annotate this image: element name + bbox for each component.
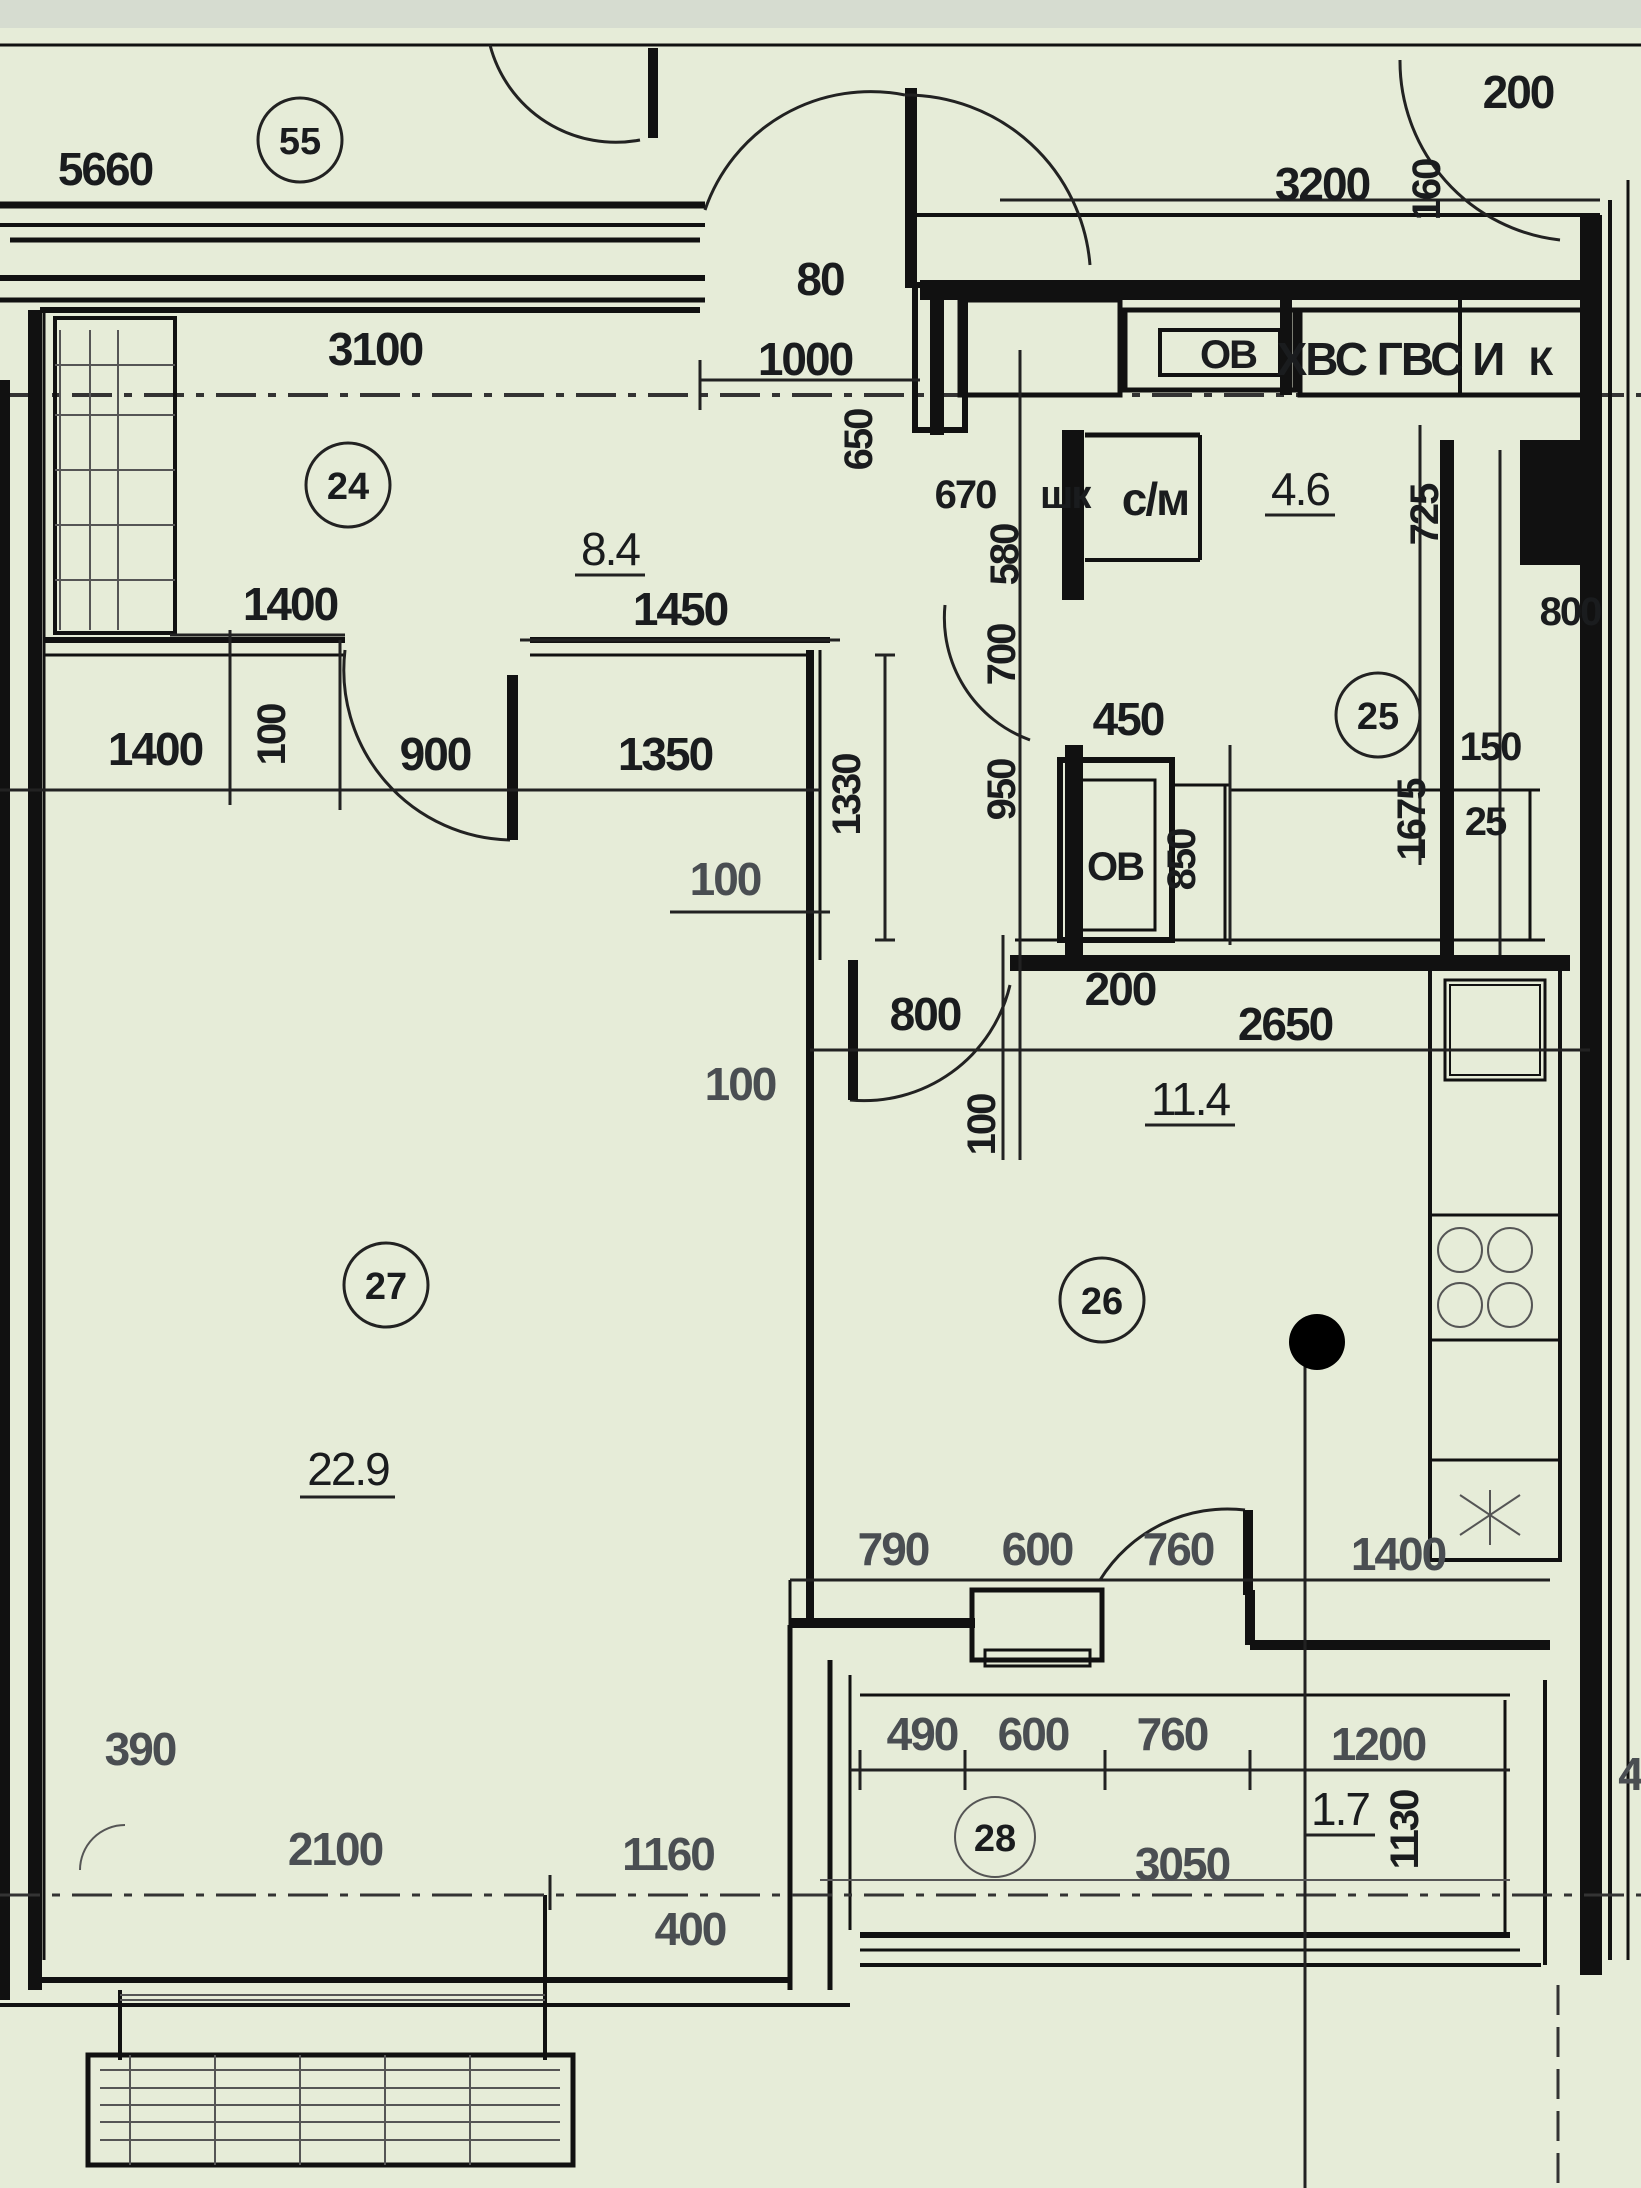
dim-150: 150 (1460, 725, 1521, 769)
dim-100-a: 100 (250, 704, 294, 765)
label-risers: ХВС ГВС И (1277, 333, 1504, 385)
door-swing-entrance (703, 90, 906, 211)
dim-100-c: 100 (705, 1058, 776, 1110)
dim-1000: 1000 (758, 333, 853, 385)
room-numbers: 55 24 25 26 27 28 (256, 96, 1422, 1878)
label-shk: шк (1040, 473, 1092, 517)
dim-1350: 1350 (618, 728, 713, 780)
door-swing-stair (1398, 59, 1561, 242)
door-leaf-loggia (1243, 1510, 1253, 1595)
door-leaf-entrance (905, 88, 917, 288)
dim-400: 400 (655, 1903, 726, 1955)
dimension-labels: 5660 3200 200 160 80 3100 1000 650 670 ш… (58, 66, 1603, 1955)
dim-3050: 3050 (1135, 1838, 1230, 1890)
dim-1160: 1160 (622, 1828, 714, 1880)
dim-600-a: 600 (1002, 1523, 1073, 1575)
doors (79, 44, 1561, 1871)
dim-1130: 1130 (1383, 1790, 1427, 1870)
dim-800-small: 800 (1540, 590, 1601, 634)
dim-800: 800 (890, 988, 961, 1040)
room-number-28: 28 (974, 1818, 1016, 1860)
fixture-labels: ОВ ХВС ГВС И К с/м ОВ 4 (1087, 333, 1641, 1800)
dim-670: 670 (935, 473, 996, 517)
dim-790: 790 (858, 1523, 929, 1575)
dim-1675: 1675 (1390, 778, 1434, 861)
door-leaf-kitchen (848, 960, 858, 1100)
label-ov-bath: ОВ (1087, 845, 1144, 889)
dim-1400-left: 1400 (108, 723, 203, 775)
dim-390: 390 (105, 1723, 176, 1775)
dim-490: 490 (887, 1708, 958, 1760)
room-area-27: 22.9 (307, 1443, 389, 1495)
dim-100-b: 100 (690, 853, 761, 905)
door-swing-room-27 (342, 649, 511, 842)
dim-760-b: 760 (1137, 1708, 1208, 1760)
dim-1450: 1450 (633, 583, 728, 635)
room-number-27: 27 (365, 1266, 407, 1308)
dim-200-top: 200 (1483, 66, 1554, 118)
dim-850: 850 (1160, 829, 1204, 890)
room-area-25: 4.6 (1271, 463, 1329, 515)
dim-5660: 5660 (58, 143, 153, 195)
dim-3100: 3100 (328, 323, 423, 375)
dim-1330: 1330 (825, 754, 869, 836)
dim-1200: 1200 (1331, 1718, 1426, 1770)
dim-900: 900 (400, 728, 471, 780)
dim-25: 25 (1465, 800, 1507, 844)
dim-2100: 2100 (288, 1823, 383, 1875)
marker-dot (1289, 1314, 1345, 1370)
dim-160: 160 (1405, 159, 1449, 220)
dim-760-a: 760 (1143, 1523, 1214, 1575)
label-riser-k: К (1529, 340, 1554, 384)
door-swing-bathroom (942, 604, 1031, 742)
label-edge-4: 4 (1618, 1748, 1641, 1800)
dim-80: 80 (796, 253, 844, 305)
door-leaf-room-27 (507, 675, 518, 840)
dim-3200: 3200 (1275, 158, 1370, 210)
dim-600-b: 600 (998, 1708, 1069, 1760)
dim-200-mid: 200 (1085, 963, 1156, 1015)
dim-950: 950 (980, 759, 1024, 820)
dim-1400-top: 1400 (243, 578, 338, 630)
room-number-24: 24 (327, 466, 369, 508)
dim-450: 450 (1093, 693, 1164, 745)
room-area-24: 8.4 (581, 523, 640, 575)
dim-2650: 2650 (1238, 998, 1333, 1050)
dim-100-d: 100 (960, 1094, 1004, 1155)
top-edge-shade (0, 0, 1641, 28)
room-area-26: 11.4 (1151, 1073, 1231, 1125)
dim-650: 650 (837, 409, 881, 470)
door-swing-corridor-top (488, 44, 641, 144)
room-number-26: 26 (1081, 1281, 1123, 1323)
label-ov-top: ОВ (1200, 333, 1257, 377)
dim-580: 580 (983, 524, 1027, 585)
door-swing-kitchen (849, 984, 1012, 1103)
door-leaf-corridor-top (648, 48, 658, 138)
dimension-lines (0, 198, 1600, 1910)
dim-700: 700 (980, 624, 1024, 685)
dim-1400-bottom: 1400 (1351, 1528, 1446, 1580)
room-area-28: 1.7 (1311, 1783, 1369, 1835)
room-areas: 8.4 4.6 11.4 22.9 1.7 (300, 463, 1375, 1837)
room-number-55: 55 (279, 121, 321, 163)
room-number-25: 25 (1357, 696, 1399, 738)
label-washer: с/м (1122, 473, 1188, 525)
door-swing-loggia (1098, 1507, 1246, 1581)
dim-725: 725 (1403, 483, 1447, 545)
